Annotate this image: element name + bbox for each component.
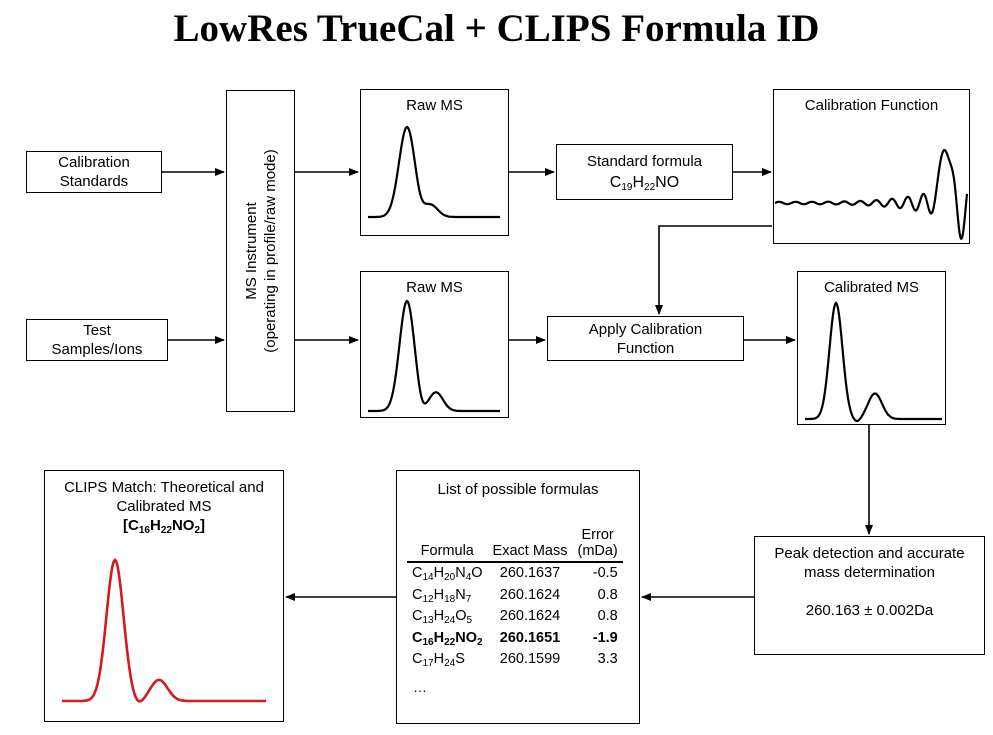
clips-match-bracket-close: ] [200,517,205,534]
ms-instrument-box: MS Instrument (operating in profile/raw … [226,90,295,412]
raw-ms-bottom-spectrum [368,299,500,413]
peak-detection-value: 260.163 ± 0.002Da [805,602,934,619]
calibrated-ms-spectrum [805,301,942,423]
formula-table-row: C14H20N4O 260.1637 -0.5 [407,562,623,585]
formula-table-row: C13H24O5 260.1624 0.8 [407,606,623,628]
arrow-calfunc-to-apply [655,225,772,315]
calibrated-ms-label: Calibrated MS [823,279,920,296]
formula-cell: C17H24S [412,651,465,669]
formula-table-row: C12H18N7 260.1624 0.8 [407,585,623,607]
formula-cell: C13H24O5 [412,608,473,626]
exact-mass-cell: 260.1624 [499,586,561,603]
clips-match-formula: [C16H22NO2] [45,516,283,536]
exact-mass-header: Exact Mass [492,543,568,559]
calibration-function-label: Calibration Function [804,97,939,114]
formula-table-row: C16H22NO2 260.1651 -1.9 [407,628,623,650]
peak-detection-label: Peak detection and accurate mass determi… [774,545,965,581]
error-header: Error (mDa) [577,527,618,559]
raw-ms-bottom-box: Raw MS [360,271,509,418]
formula-table: Formula Exact Mass Error (mDa) C14H20N4O… [407,527,623,671]
standard-formula-label: Standard formula [586,153,703,170]
calibration-function-box: Calibration Function [773,89,970,244]
apply-calibration-label: Apply Calibration Function [588,320,703,357]
raw-ms-top-box: Raw MS [360,89,509,236]
formula-cell: C12H18N7 [412,586,472,605]
formula-cell: C16H22NO2 [412,629,483,648]
formula-list-box: List of possible formulas Formula Exact … [396,470,640,724]
calibration-function-curve [774,148,969,240]
clips-match-formula-text: C16H22NO2 [128,517,200,536]
test-samples-box: Test Samples/Ions [26,319,168,361]
peak-detection-box: Peak detection and accurate mass determi… [754,536,985,655]
error-cell: 3.3 [597,651,618,667]
formula-header: Formula [420,543,474,559]
exact-mass-cell: 260.1599 [499,651,561,667]
calibration-standards-box: Calibration Standards [26,151,162,193]
formula-cell: C14H20N4O [412,565,483,583]
page-title: LowRes TrueCal + CLIPS Formula ID [173,7,820,50]
formula-list-ellipsis: … [413,679,427,695]
clips-match-bracket-open: [ [123,517,128,534]
apply-calibration-box: Apply Calibration Function [547,316,744,361]
calibration-standards-label: Calibration Standards [58,154,130,190]
raw-ms-top-spectrum [368,125,500,219]
clips-match-label: CLIPS Match: Theoretical and Calibrated … [64,479,264,515]
exact-mass-cell: 260.1651 [499,629,561,646]
error-cell: -0.5 [592,565,618,581]
formula-list-title: List of possible formulas [437,481,599,498]
standard-formula-box: Standard formula C19H22NO [556,144,733,200]
formula-table-row: C17H24S 260.1599 3.3 [407,649,623,671]
calibrated-ms-box: Calibrated MS [797,271,946,425]
error-cell: 0.8 [597,608,618,624]
test-samples-label: Test Samples/Ions [51,322,143,358]
standard-formula-text: C19H22NO [609,174,680,193]
raw-ms-top-label: Raw MS [406,97,463,114]
exact-mass-cell: 260.1637 [499,565,561,581]
clips-match-spectrum [62,558,266,703]
error-cell: 0.8 [597,586,618,603]
raw-ms-bottom-label: Raw MS [406,279,463,296]
exact-mass-cell: 260.1624 [499,608,561,624]
clips-match-box: CLIPS Match: Theoretical and Calibrated … [44,470,284,722]
formula-table-header: Formula Exact Mass Error (mDa) [407,527,623,562]
error-cell: -1.9 [592,629,618,646]
